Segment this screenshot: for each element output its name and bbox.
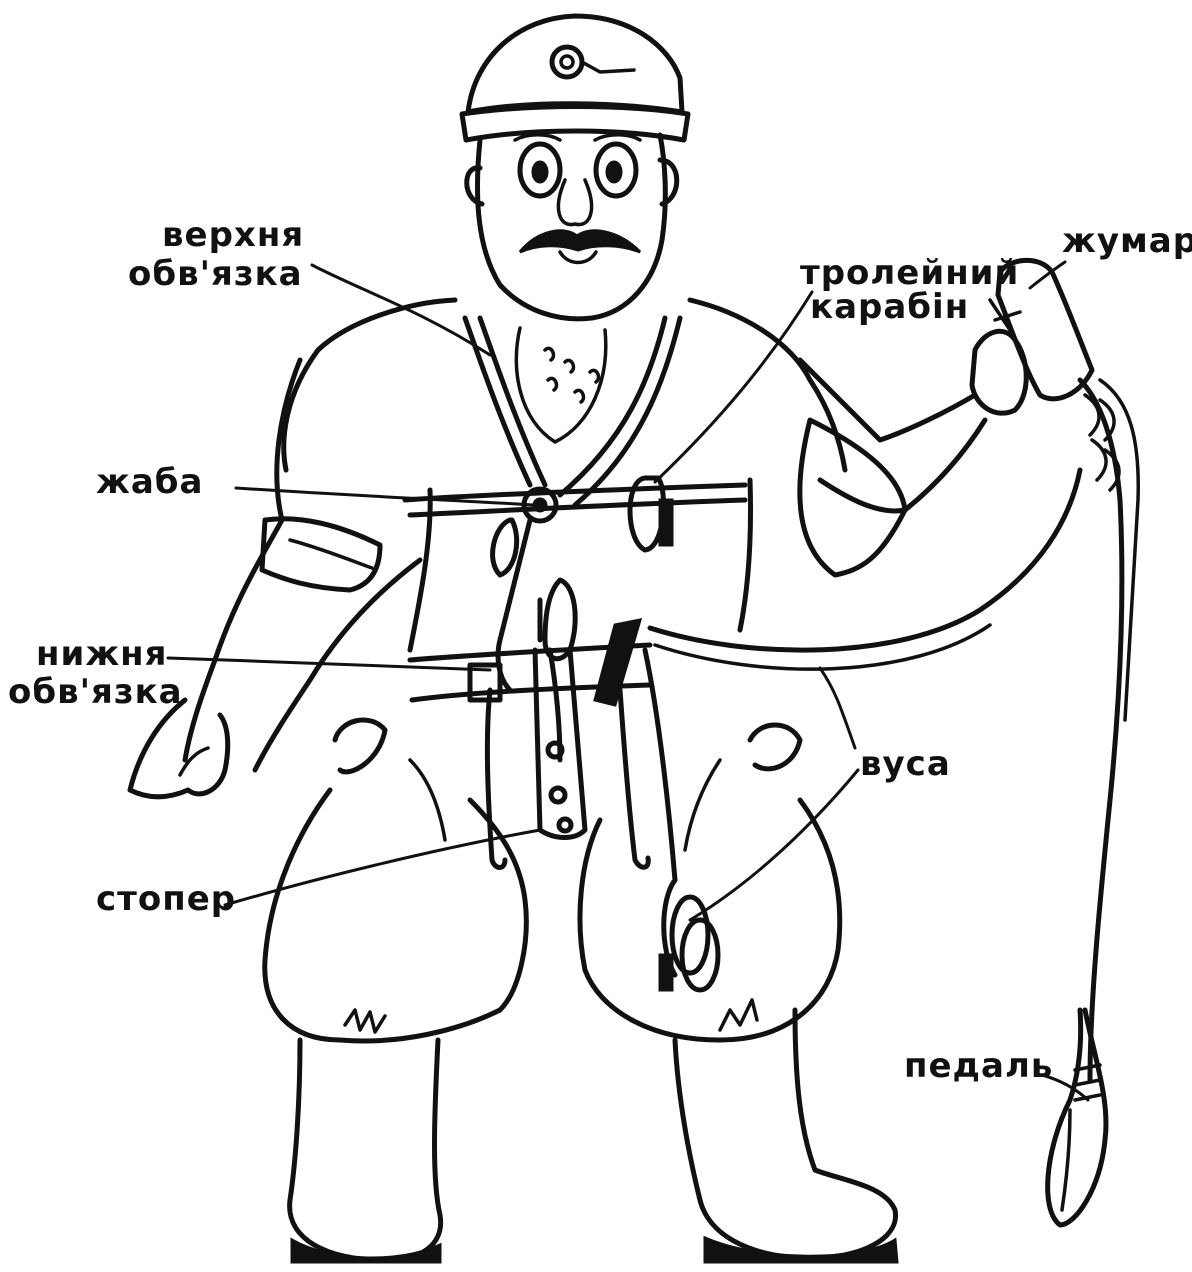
- labels: верхня обв'язка тролейний карабін жумар …: [8, 215, 1192, 1086]
- label-stopper: стопер: [96, 879, 236, 919]
- leader-vusa-1: [820, 668, 855, 748]
- label-upper-harness-line1: верхня: [162, 215, 304, 255]
- label-vusa: вуса: [860, 744, 951, 784]
- label-jumar: жумар: [1062, 221, 1192, 261]
- label-pedal: педаль: [904, 1046, 1053, 1086]
- leader-lines: [168, 262, 1088, 1100]
- label-lower-harness-line1: нижня: [36, 634, 167, 674]
- label-upper-harness-line2: обв'язка: [128, 254, 303, 294]
- label-zhaba: жаба: [96, 462, 203, 502]
- leader-vusa-2: [690, 770, 858, 920]
- label-lower-harness-line2: обв'язка: [8, 672, 183, 712]
- label-trolley-carabiner-line2: карабін: [810, 287, 969, 327]
